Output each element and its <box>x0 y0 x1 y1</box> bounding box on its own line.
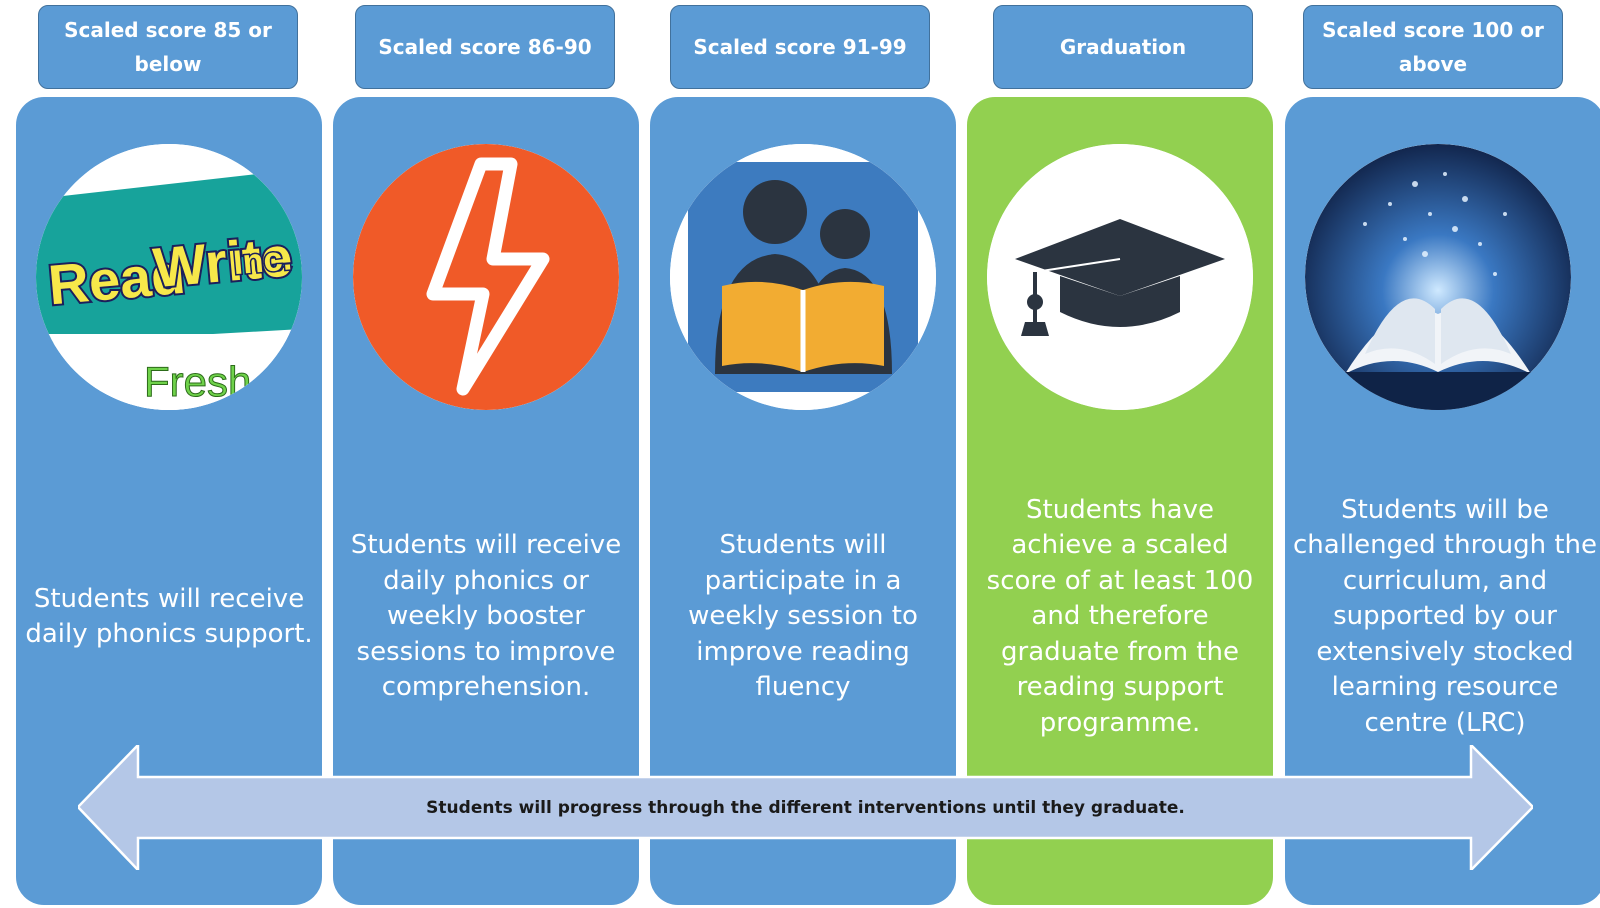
logo-write-text: Write <box>151 224 295 299</box>
header-label: Scaled score 100 or above <box>1322 18 1544 76</box>
header-score-85-or-below: Scaled score 85 or below <box>38 5 298 89</box>
header-score-100-or-above: Scaled score 100 or above <box>1303 5 1563 89</box>
logo-read-text: Read <box>46 242 188 317</box>
column-score-100-or-above: Students will be challenged through the … <box>1285 97 1600 905</box>
read-write-inc-logo: Read Write Inc. Fresh Start <box>36 144 302 410</box>
logo-inc-text: Inc. <box>232 239 294 282</box>
column-score-85-or-below: Read Write Inc. Fresh Start Students wil… <box>16 97 322 905</box>
header-label: Graduation <box>1059 35 1187 59</box>
column-score-86-90: Students will receive daily phonics or w… <box>333 97 639 905</box>
header-score-86-90: Scaled score 86-90 <box>355 5 615 89</box>
column-description: Students will be challenged through the … <box>1293 494 1597 738</box>
logo-fresh-start-text: Fresh Start <box>144 358 302 405</box>
magic-open-book-image <box>1305 144 1571 410</box>
header-label: Scaled score 91-99 <box>693 35 907 59</box>
column-description: Students will participate in a weekly se… <box>688 530 918 703</box>
column-graduation: Students have achieve a scaled score of … <box>967 97 1273 905</box>
reading-together-icon <box>670 144 936 410</box>
header-label: Scaled score 85 or below <box>64 18 272 76</box>
progress-arrow-text: Students will progress through the diffe… <box>426 797 1185 818</box>
header-score-91-99: Scaled score 91-99 <box>670 5 930 89</box>
column-description: Students will receive daily phonics or w… <box>350 530 622 703</box>
column-description: Students will receive daily phonics supp… <box>25 583 313 650</box>
graduation-cap-icon <box>987 144 1253 410</box>
column-score-91-99: Students will participate in a weekly se… <box>650 97 956 905</box>
header-graduation: Graduation <box>993 5 1253 89</box>
header-label: Scaled score 86-90 <box>378 35 592 59</box>
lightning-bolt-icon <box>353 144 619 410</box>
column-description: Students have achieve a scaled score of … <box>986 494 1254 738</box>
progress-double-arrow: Students will progress through the diffe… <box>78 745 1533 870</box>
